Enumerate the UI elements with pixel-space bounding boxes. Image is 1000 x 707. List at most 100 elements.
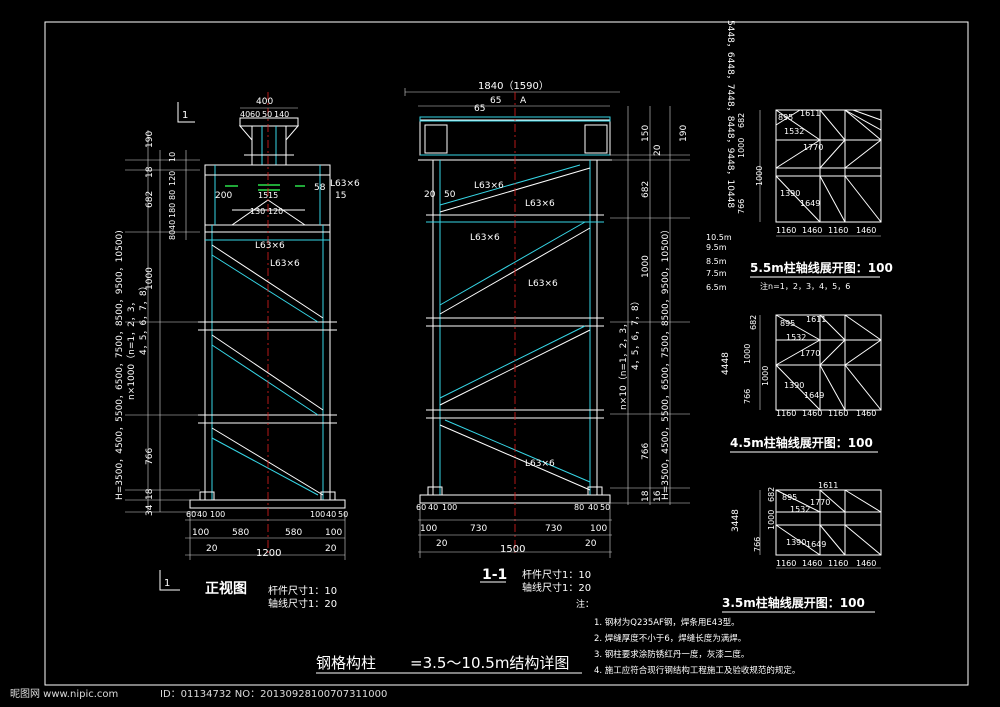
exp45-682: 682 <box>749 315 758 330</box>
section-dim-16: 16 <box>653 490 663 502</box>
front-h-formula: H=3500，4500，5500，6500，7500，8500，9500，105… <box>115 230 125 500</box>
front-dim-18b: 18 <box>145 488 155 500</box>
watermark-id: ID：01134732 NO：20130928100707311000 <box>160 689 387 700</box>
front-top-dim-400: 400 <box>256 97 273 107</box>
exp35-1611: 1611 <box>818 481 838 490</box>
section-scale-axis: 轴线尺寸1：20 <box>522 581 591 594</box>
section-bot3-20b: 20 <box>585 539 597 549</box>
section-top-65b: 65 <box>490 96 501 106</box>
front-scale-member: 杆件尺寸1：10 <box>268 584 337 597</box>
section-top-width: 1840（1590） <box>478 80 549 92</box>
front-bot-40: 40 <box>197 510 207 519</box>
front-bot-100b: 100 <box>310 510 325 519</box>
exp45-bot-1460a: 1460 <box>802 409 822 418</box>
note-3: 3. 钢柱要求涂防锈红丹一度，灰漆二度。 <box>594 649 749 660</box>
exp45-bot-1160b: 1160 <box>828 409 848 418</box>
main-title-prefix: 钢格构柱 <box>316 654 376 672</box>
exp55-bot-1460b: 1460 <box>856 226 876 235</box>
section-bot3-20: 20 <box>436 539 448 549</box>
section-scale-member: 杆件尺寸1：10 <box>522 568 591 581</box>
section-dim-18: 18 <box>641 490 651 502</box>
exp55-1000b: 1000 <box>755 166 764 186</box>
front-top-dim-140: 140 <box>274 110 289 119</box>
cap-plate <box>239 117 299 127</box>
section-bot2-730: 730 <box>470 524 487 534</box>
section-bot-40b: 40 <box>588 503 598 512</box>
exp45-1611: 1611 <box>806 315 826 324</box>
front-total-width: 1200 <box>256 548 281 559</box>
front-dim-1000: 1000 <box>145 267 155 290</box>
exp55-bot-1160b: 1160 <box>828 226 848 235</box>
section-n-formula-2: 4，5，6，7，8） <box>630 296 641 370</box>
exp55-1611: 1611 <box>800 109 820 118</box>
exp45-1390: 1390 <box>784 381 804 390</box>
exp55-1770: 1770 <box>803 143 823 152</box>
section-bot-100: 100 <box>442 503 457 512</box>
drawing-frame <box>44 21 969 686</box>
front-member-label-1: L63×6 <box>330 179 360 189</box>
exp35-bot-1460b: 1460 <box>856 559 876 568</box>
section-member-5: L63×6 <box>525 459 555 469</box>
exp55-title: 5.5m柱轴线展开图：100 <box>750 260 893 275</box>
front-n-formula-2: 4，5，6，7，8） <box>138 281 149 355</box>
exp45-1649: 1649 <box>804 391 824 400</box>
exp55-bot-1460a: 1460 <box>802 226 822 235</box>
section-detail-20: 20 <box>424 190 436 200</box>
exp35-1649: 1649 <box>806 540 826 549</box>
section-member-2: L63×6 <box>525 199 555 209</box>
front-dim-682: 682 <box>145 191 155 208</box>
exp35-895: 895 <box>782 493 797 502</box>
exp45-1000a: 1000 <box>743 344 752 364</box>
exp35-1390: 1390 <box>786 538 806 547</box>
exp45-1770: 1770 <box>800 349 820 358</box>
exp55-level-4: 6.5m <box>706 283 727 292</box>
expansion-5-5: 5448，6448，7448，8448，9448，10448 682 1000 … <box>706 20 893 292</box>
front-top-dim-50: 50 <box>262 110 272 119</box>
front-member-label-2: L63×6 <box>255 241 285 251</box>
section-bot2-100: 100 <box>420 524 437 534</box>
section-bot-50: 50 <box>600 503 610 512</box>
front-bot2-100: 100 <box>192 528 209 538</box>
section-view: 1840（1590） 65 65 A 150 190 20 682 1000 7… <box>404 80 690 594</box>
section-member-1: L63×6 <box>474 181 504 191</box>
front-top-dim-40: 40 <box>240 110 250 119</box>
exp35-1532: 1532 <box>790 505 810 514</box>
section-dim-150: 150 <box>641 125 651 142</box>
note-1: 1. 钢材为Q235AF钢，焊条用E43型。 <box>594 617 740 628</box>
section-top-a: A <box>520 96 527 106</box>
front-dim-34: 34 <box>145 504 155 516</box>
exp55-heights: 5448，6448，7448，8448，9448，10448 <box>725 20 735 208</box>
exp45-side: 4448 <box>721 352 731 375</box>
section-marker-bottom <box>159 570 180 591</box>
section-member-3: L63×6 <box>470 233 500 243</box>
section-member-4: L63×6 <box>528 279 558 289</box>
section-marker-top <box>177 102 195 123</box>
section-n-formula: n×10（n=1，2，3， <box>618 319 629 410</box>
front-view: 1 <box>115 92 360 610</box>
section-dim-682: 682 <box>641 181 651 198</box>
front-member-label-3: L63×6 <box>270 259 300 269</box>
front-bot-50: 50 <box>338 510 348 519</box>
exp55-bot-1160a: 1160 <box>776 226 796 235</box>
section-bot-60: 60 <box>416 503 426 512</box>
front-detail-200: 200 <box>215 191 232 201</box>
section-dim-1000: 1000 <box>641 255 651 278</box>
front-small-180: 180 <box>168 203 177 218</box>
section-bot-40: 40 <box>428 503 438 512</box>
section-bot-80: 80 <box>574 503 584 512</box>
section-detail-50: 50 <box>444 190 456 200</box>
exp35-title: 3.5m柱轴线展开图：100 <box>722 595 865 610</box>
front-top-dim-60: 60 <box>250 110 260 119</box>
section-dim-766: 766 <box>641 443 651 460</box>
exp45-bot-1460b: 1460 <box>856 409 876 418</box>
section-total-width: 1500 <box>500 544 525 555</box>
expansion-3-5: 3448 682 1000 766 895 1611 1532 1770 139… <box>722 481 882 613</box>
exp45-title: 4.5m柱轴线展开图：100 <box>730 435 873 450</box>
exp45-1532: 1532 <box>786 333 806 342</box>
front-detail-120: 120 <box>268 207 283 216</box>
notes-heading: 注： <box>576 598 594 610</box>
front-bot-100: 100 <box>210 510 225 519</box>
front-dim-18: 18 <box>145 166 155 178</box>
front-small-80b: 80 <box>168 230 177 240</box>
front-detail-15b: 15 <box>268 191 278 200</box>
